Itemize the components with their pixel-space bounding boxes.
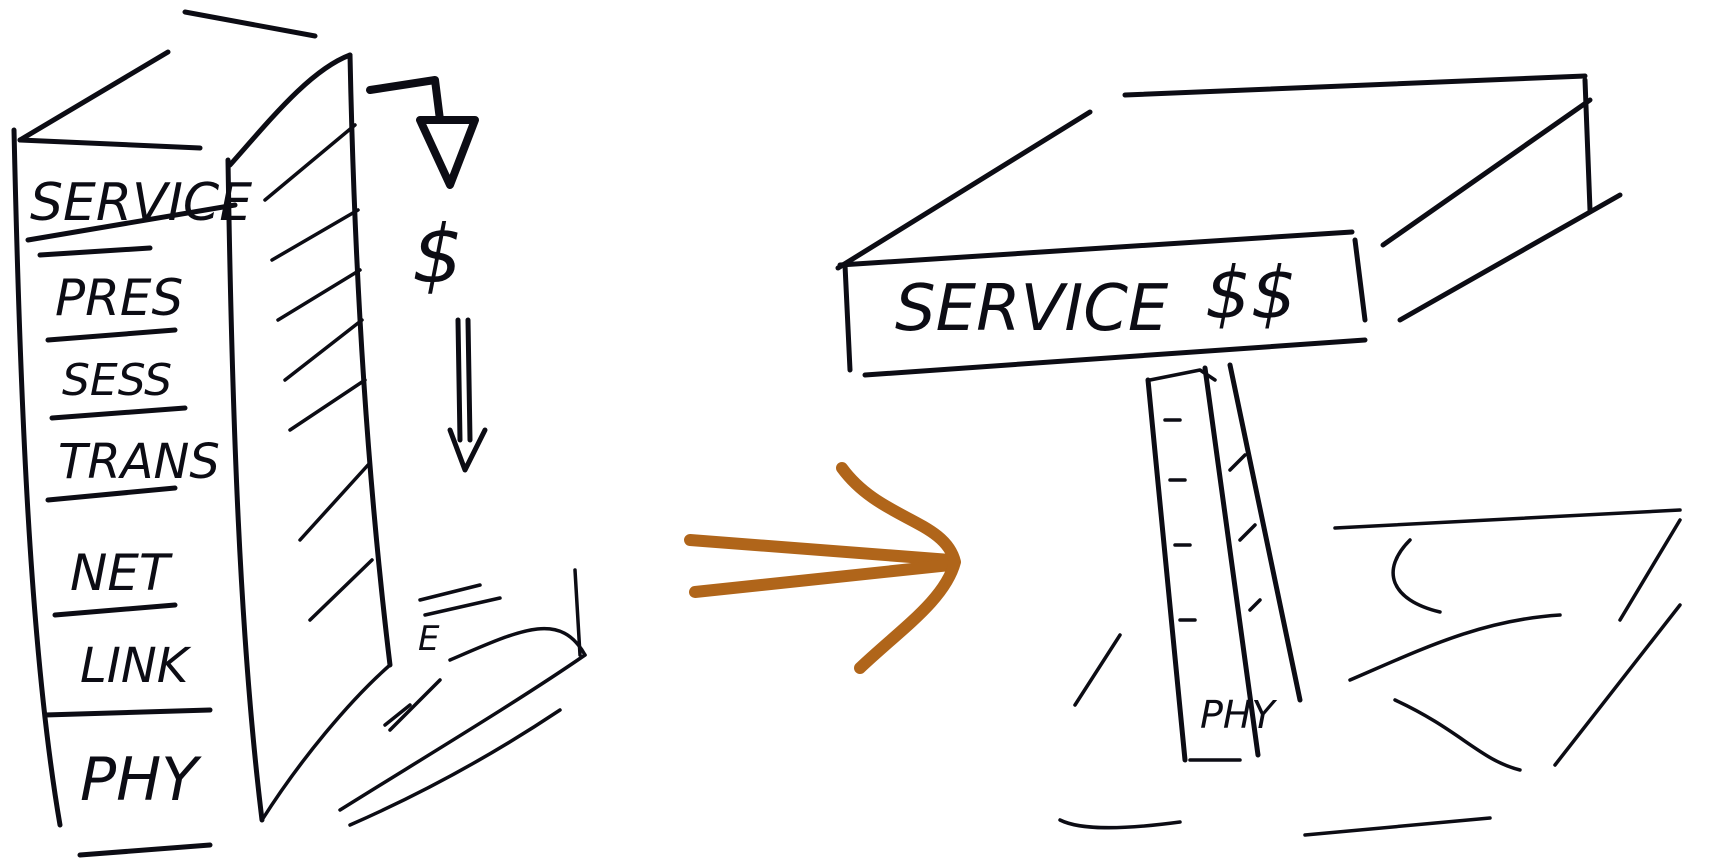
right-ground-sketch — [1060, 510, 1680, 835]
left-ground-sketch: E — [340, 570, 585, 825]
right-service-label: SERVICE — [895, 272, 1169, 346]
layer-label-sess: SESS — [62, 355, 172, 406]
layer-label-trans: TRANS — [58, 434, 220, 490]
layer-label-link: LINK — [80, 638, 192, 694]
layer-label-net: NET — [70, 544, 173, 602]
left-stack: SERVICE PRES SESS TRANS NET LINK PHY — [14, 12, 390, 855]
right-phy-label: PHY — [1200, 693, 1277, 737]
layer-label-phy: PHY — [80, 745, 202, 815]
left-money-arrow: $ — [370, 80, 485, 470]
transition-arrow — [690, 468, 955, 668]
layer-label-pres: PRES — [55, 269, 183, 327]
left-money-label: $ — [412, 208, 463, 301]
right-stack: SERVICE $$ PHY — [838, 76, 1620, 760]
left-small-label: E — [418, 619, 440, 659]
right-money-label: $$ — [1205, 251, 1297, 335]
layer-label-service: SERVICE — [30, 173, 252, 233]
